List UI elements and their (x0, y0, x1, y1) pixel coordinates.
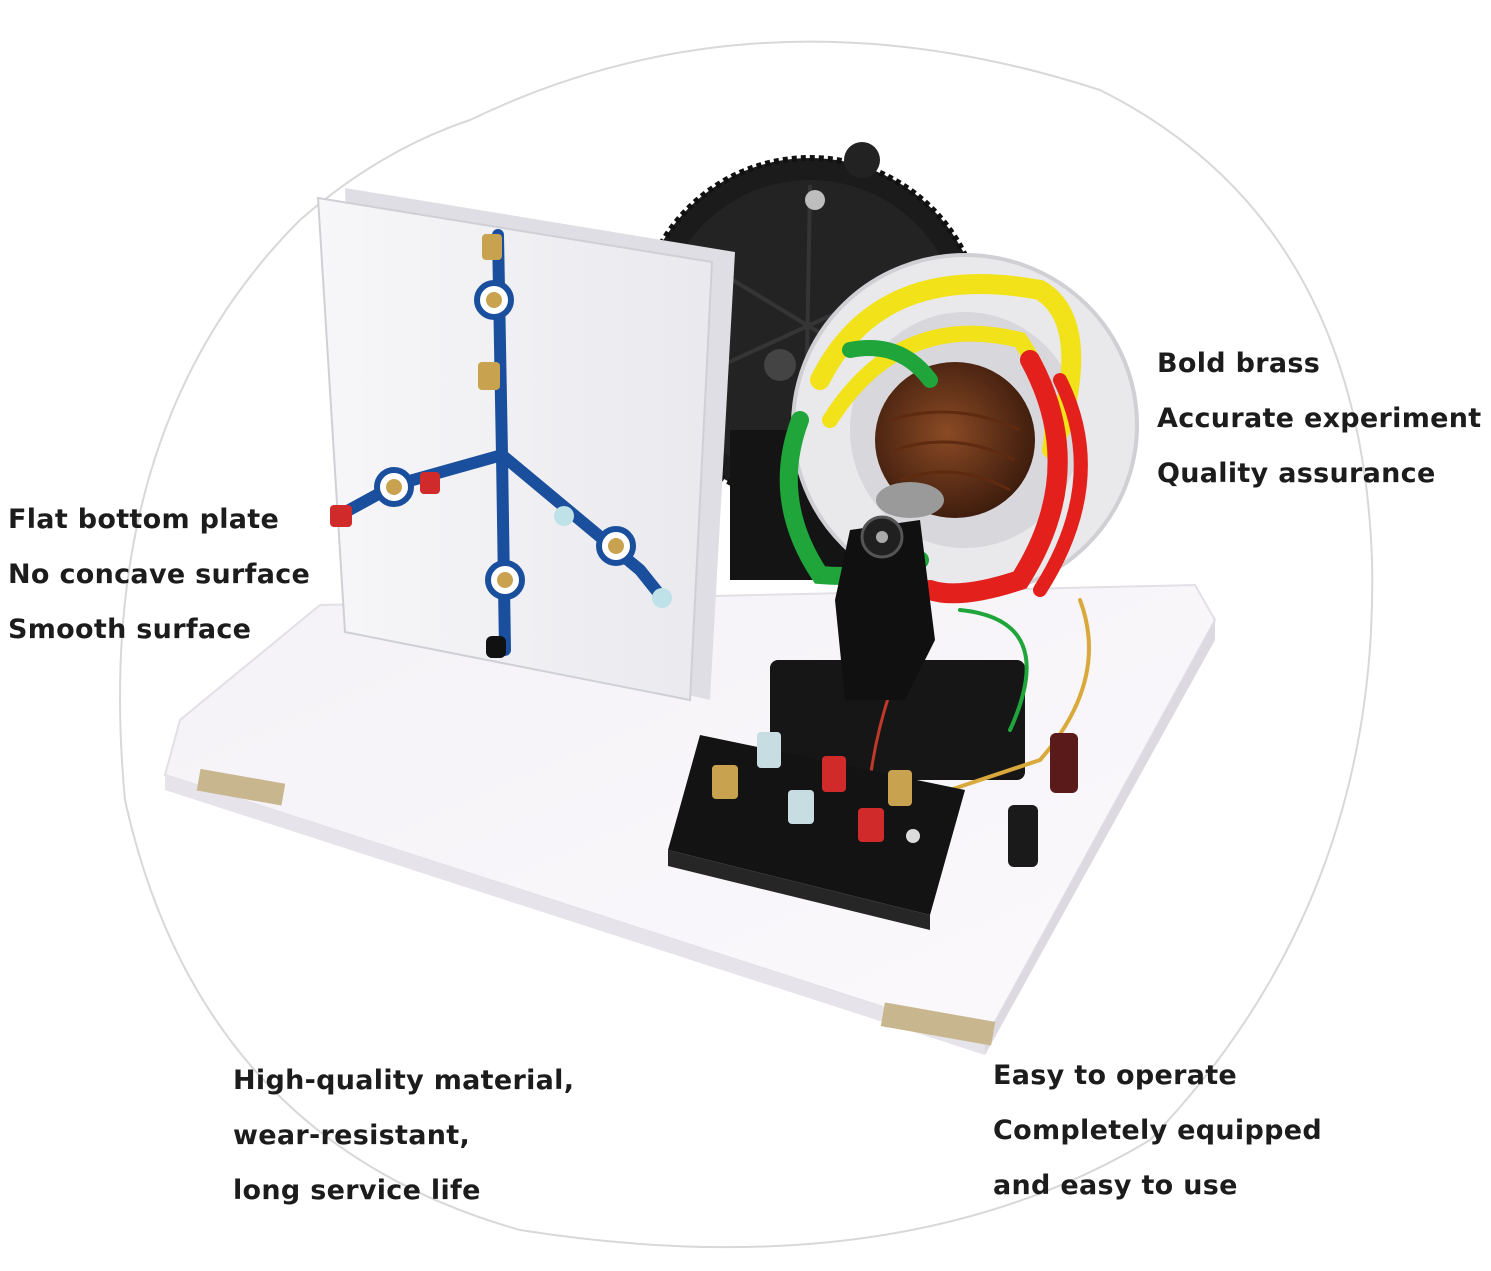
caption-line: Accurate experiment (1157, 403, 1482, 434)
brush-holder (835, 482, 944, 700)
copper-coil (875, 362, 1035, 518)
caption-line: Completely equipped (993, 1115, 1322, 1146)
terminal-block (668, 732, 965, 930)
caption-line: Quality assurance (1157, 458, 1436, 489)
caption-line: Easy to operate (993, 1060, 1238, 1091)
stator-ring (791, 253, 1139, 597)
caption-line: long service life (233, 1175, 481, 1206)
caption-line: and easy to use (993, 1170, 1238, 1201)
caption-left: Flat bottom plate No concave surface Smo… (8, 492, 310, 657)
caption-line: Flat bottom plate (8, 504, 280, 535)
decorative-circle (119, 40, 1374, 1249)
caption-line: Smooth surface (8, 614, 252, 645)
caption-right-top: Bold brass Accurate experiment Quality a… (1157, 336, 1482, 501)
panel-terminals (330, 234, 672, 658)
caption-line: wear-resistant, (233, 1120, 471, 1151)
loose-terminals (1008, 733, 1078, 867)
base-foot-right (880, 1002, 996, 1046)
caption-line: High-quality material, (233, 1065, 575, 1096)
caption-bottom-left: High-quality material, wear-resistant, l… (233, 1053, 574, 1218)
base-foot-left (196, 768, 286, 806)
caption-bottom-right: Easy to operate Completely equipped and … (993, 1048, 1322, 1213)
caption-line: Bold brass (1157, 348, 1321, 379)
caption-line: No concave surface (8, 559, 311, 590)
wiring-panel (316, 188, 735, 702)
